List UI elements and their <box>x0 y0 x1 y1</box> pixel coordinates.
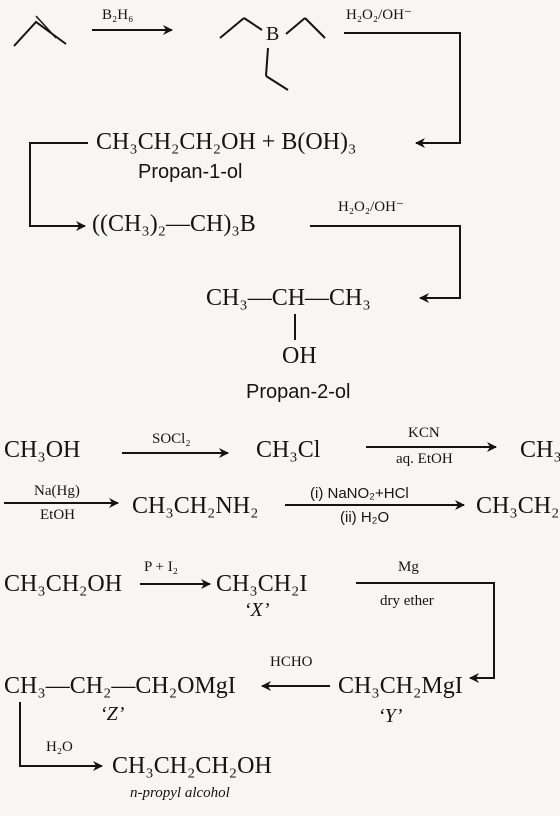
triisopropylborane: ((CH₃)₂—CH)₃B <box>92 211 256 237</box>
reagent-h2o2-oh-2: H₂O₂/OH⁻ <box>338 199 404 215</box>
ethyl-bond-down-2 <box>265 75 289 91</box>
compound-z-alkoxide: CH₃—CH₂—CH₂OMgI <box>4 673 236 699</box>
product-propan-1-ol-boric-acid: CH₃CH₂CH₂OH + B(OH)₃ <box>96 129 357 155</box>
label-x: ‘X’ <box>244 599 270 621</box>
reagent-water: (ii) H₂O <box>340 509 390 526</box>
reagent-kcn: KCN <box>408 425 440 441</box>
product-propanol: CH₃CH₂CH₂OH <box>112 753 272 779</box>
compound-y-grignard: CH₃CH₂MgI <box>338 673 463 699</box>
propan-1-ol-name: Propan-1-ol <box>138 161 243 183</box>
oxidation-arrow-1 <box>344 32 461 148</box>
ethanol: CH₃CH₂OH <box>4 571 123 597</box>
reagent-dry-ether: dry ether <box>380 593 434 609</box>
reagent-water-hydrolysis: H₂O <box>46 739 73 755</box>
methanol: CH₃OH <box>4 437 81 463</box>
grignard-arrow <box>356 582 495 683</box>
acetonitrile-truncated: CH₃ <box>520 437 560 463</box>
oxidation-arrow-2 <box>310 225 461 303</box>
reagent-hcho: HCHO <box>270 654 313 670</box>
boron-atom: B <box>266 23 280 45</box>
compound-x-iodoethane: CH₃CH₂I <box>216 571 308 597</box>
reagent-aq-etoh: aq. EtOH <box>396 451 453 467</box>
reagent-socl2: SOCl₂ <box>152 431 191 447</box>
label-y: ‘Y’ <box>378 705 403 727</box>
reagent-mg: Mg <box>398 559 419 575</box>
propan-2-ol-formula: CH₃—CH—CH₃ <box>206 285 371 311</box>
propene-skeletal <box>13 20 67 47</box>
chloromethane: CH₃Cl <box>256 437 321 463</box>
ethylamine: CH₃CH₂NH₂ <box>132 493 259 519</box>
label-z: ‘Z’ <box>100 703 125 725</box>
hydrolysis-arrow <box>19 702 103 771</box>
propan-2-ol-name: Propan-2-ol <box>246 381 351 403</box>
propan-2-ol-hydroxyl: OH <box>282 343 317 369</box>
ethyl-bond-right-2 <box>304 17 326 39</box>
reagent-na-hg: Na(Hg) <box>34 483 80 499</box>
reagent-p-i2: P + I₂ <box>144 559 178 575</box>
ethyl-bond-left-1 <box>219 17 245 39</box>
ethanol-truncated: CH₃CH₂ <box>476 493 560 519</box>
propene-double-bond <box>35 15 57 39</box>
reagent-etoh: EtOH <box>40 507 75 523</box>
n-propyl-alcohol-name: n-propyl alcohol <box>130 785 230 801</box>
to-triisopropylborane-arrow <box>29 142 88 231</box>
reagent-b2h6: B₂H₆ <box>102 7 134 23</box>
ethyl-bond-right-1 <box>285 17 306 35</box>
ethyl-bond-down-1 <box>265 47 269 77</box>
reagent-h2o2-oh-1: H₂O₂/OH⁻ <box>346 7 412 23</box>
reagent-nano2-hcl: (i) NaNO₂+HCl <box>310 485 409 502</box>
ethyl-bond-left-2 <box>243 17 263 31</box>
